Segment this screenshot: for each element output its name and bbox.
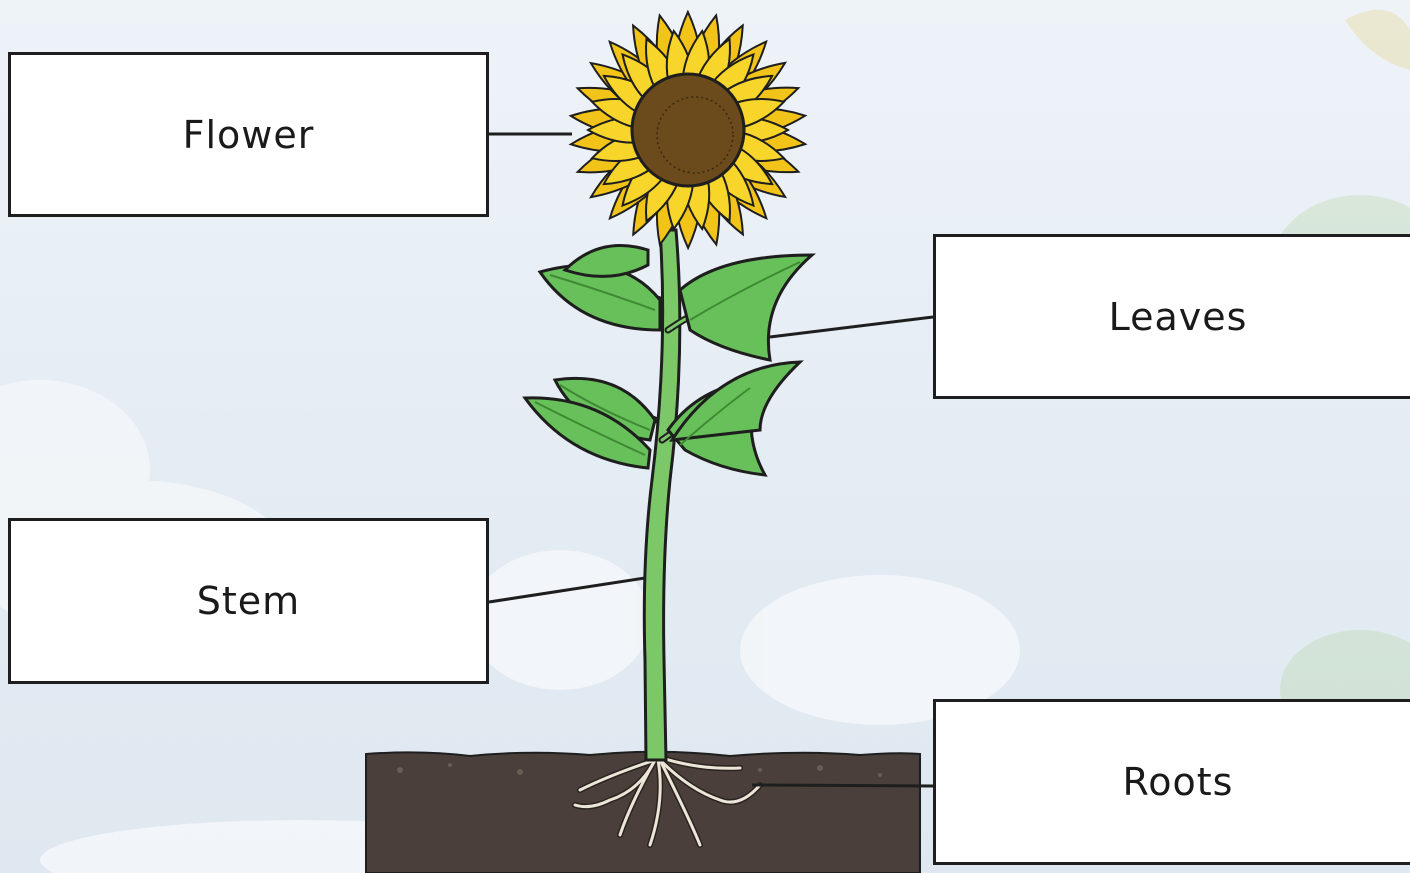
label-box-roots: Roots: [933, 699, 1410, 865]
flower-center-pattern: [656, 96, 734, 174]
label-roots: Roots: [1122, 760, 1234, 804]
flower-petals-front: [585, 29, 791, 231]
soil-specks: [397, 763, 882, 777]
leader-line-stem: [488, 576, 646, 604]
label-box-leaves: Leaves: [933, 234, 1410, 399]
label-box-stem: Stem: [8, 518, 489, 684]
leaf-veins: [534, 261, 801, 456]
flower-center: [630, 72, 746, 188]
label-leaves: Leaves: [1108, 294, 1248, 339]
leader-line-roots: [751, 783, 934, 788]
leader-line-leaves: [769, 315, 934, 339]
roots-inner: [573, 756, 762, 847]
label-flower: Flower: [182, 112, 315, 157]
leaves: [522, 244, 817, 477]
label-stem: Stem: [196, 579, 301, 623]
stem: [642, 228, 682, 762]
leader-lines: [488, 132, 934, 788]
label-box-flower: Flower: [8, 52, 489, 217]
soil: [365, 750, 921, 873]
